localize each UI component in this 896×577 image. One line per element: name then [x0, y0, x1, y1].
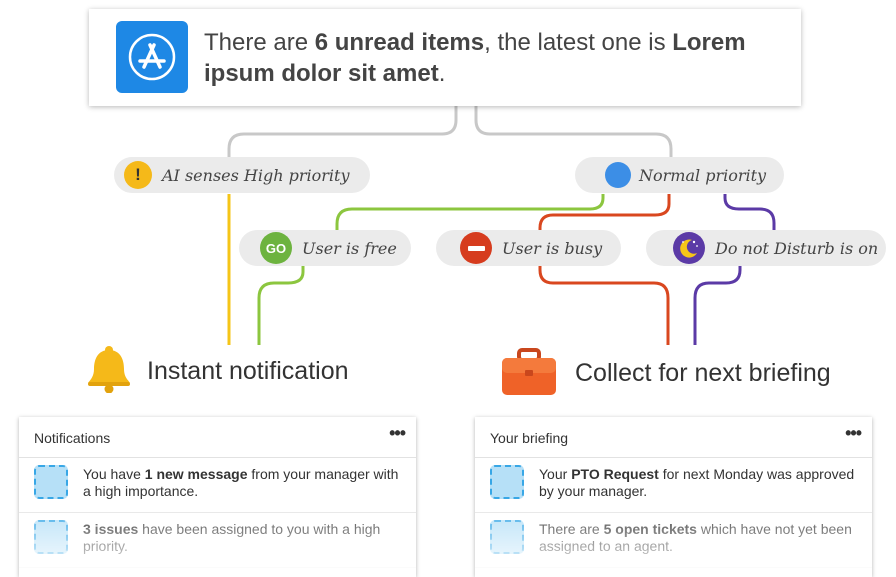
- connector-busy-to-collect: [538, 266, 670, 345]
- list-item-text: You have 1 new message from your manager…: [83, 466, 399, 499]
- collect-briefing-title: Collect for next briefing: [575, 359, 831, 387]
- connector-normal-to-busy: [538, 194, 671, 232]
- briefing-panel-title: Your briefing: [490, 430, 569, 446]
- connector-dnd-to-collect: [693, 266, 742, 345]
- connector-free-to-instant: [257, 266, 305, 345]
- connector-lines: [227, 106, 776, 345]
- moon-icon: [673, 232, 705, 264]
- connector-header-to-normal: [474, 106, 673, 160]
- list-item[interactable]: You have 1 new message from your manager…: [19, 458, 416, 513]
- high-priority-label: AI senses High priority: [162, 165, 350, 185]
- warning-icon: !: [124, 161, 152, 189]
- unread-summary-card: There are 6 unread items, the latest one…: [89, 9, 801, 106]
- user-busy-label: User is busy: [502, 238, 603, 258]
- normal-priority-pill: Normal priority: [575, 157, 784, 193]
- high-priority-pill: ! AI senses High priority: [114, 157, 370, 193]
- normal-priority-label: Normal priority: [639, 165, 767, 185]
- list-item[interactable]: There are 5 open tickets which have not …: [475, 513, 872, 568]
- list-item-text: 3 issues have been assigned to you with …: [83, 521, 381, 554]
- list-item[interactable]: Your PTO Request for next Monday was app…: [475, 458, 872, 513]
- connector-header-to-high: [227, 106, 458, 160]
- more-options-button[interactable]: •••: [845, 423, 862, 443]
- more-options-button[interactable]: •••: [389, 423, 406, 443]
- connector-normal-to-dnd: [723, 194, 776, 232]
- placeholder-icon: [34, 520, 68, 554]
- app-store-icon: [116, 21, 188, 93]
- user-free-label: User is free: [302, 238, 397, 258]
- notifications-panel-header: Notifications •••: [19, 417, 416, 458]
- briefing-panel-header: Your briefing •••: [475, 417, 872, 458]
- connector-normal-to-free: [335, 194, 605, 232]
- blue-dot-icon: [605, 162, 631, 188]
- placeholder-icon: [490, 520, 524, 554]
- notifications-panel: Notifications ••• You have 1 new message…: [19, 417, 416, 577]
- unread-summary-text: There are 6 unread items, the latest one…: [204, 29, 746, 87]
- list-item-text: There are 5 open tickets which have not …: [539, 521, 852, 554]
- notifications-panel-title: Notifications: [34, 430, 111, 446]
- go-icon: GO: [260, 232, 292, 264]
- do-not-disturb-label: Do not Disturb is on: [715, 238, 879, 258]
- placeholder-icon: [490, 465, 524, 499]
- briefcase-icon: [501, 348, 557, 401]
- placeholder-icon: [34, 465, 68, 499]
- list-item-text: Your PTO Request for next Monday was app…: [539, 466, 855, 499]
- bell-icon: [86, 345, 132, 398]
- instant-notification-title: Instant notification: [147, 357, 349, 385]
- list-item[interactable]: 3 issues have been assigned to you with …: [19, 513, 416, 568]
- do-not-disturb-pill: Do not Disturb is on: [646, 230, 886, 266]
- user-busy-pill: User is busy: [436, 230, 621, 266]
- briefing-panel: Your briefing ••• Your PTO Request for n…: [475, 417, 872, 577]
- user-free-pill: GO User is free: [239, 230, 411, 266]
- no-entry-icon: [460, 232, 492, 264]
